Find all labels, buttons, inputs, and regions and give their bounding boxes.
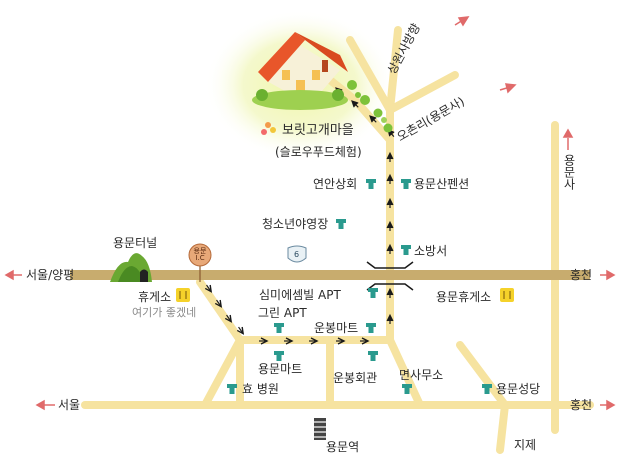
highway	[70, 270, 590, 280]
yeonan-store-label: 연안상회	[313, 177, 358, 191]
yongmunsa-label: 용문사	[562, 154, 576, 190]
yongmun-mart-label: 용문마트	[258, 362, 303, 376]
youth-training-label: 청소년야영장	[262, 217, 329, 231]
rest-area-icon	[500, 288, 514, 302]
building-marker-icon	[274, 351, 284, 361]
seoul-yangpyeong-label: 서울/양평	[26, 268, 75, 282]
hongcheon-top-label: 홍천	[570, 268, 593, 282]
borit-village-label: 보릿고개마을	[282, 123, 354, 138]
yongmun-tunnel-label: 용문터널	[113, 236, 158, 250]
house-icon	[252, 32, 348, 135]
yongmun-rest-area-label: 용문휴게소	[436, 290, 492, 304]
building-marker-icon	[336, 219, 346, 229]
unbong-mart-label: 운봉마트	[314, 321, 359, 335]
interchange-cross	[366, 261, 414, 291]
hyo-hospital-label: 효 병원	[242, 382, 279, 396]
building-marker-icon	[401, 245, 411, 255]
direction-arrows	[4, 16, 616, 411]
yongmun-ic-label: 용문 I.C	[193, 247, 207, 262]
green-apt-label: 그린 APT	[258, 306, 307, 320]
myeon-office-label: 면사무소	[399, 368, 444, 382]
simmi-apt-label: 심미에셈빌 APT	[259, 288, 341, 302]
slow-food-label: (슬로우푸드체험)	[275, 145, 362, 159]
building-marker-icon	[274, 323, 284, 333]
rest-area-label: 휴게소	[138, 290, 172, 304]
unbong-hall-label: 운봉회관	[333, 371, 378, 385]
jije-label: 지제	[514, 438, 537, 452]
yeogiga-joketne-label: 여기가 좋겠네	[132, 306, 197, 319]
yongmun-station-label: 용문역	[326, 440, 360, 454]
ic-marker-icon	[188, 243, 212, 282]
yongmun-pension-label: 용문산펜션	[414, 177, 470, 191]
building-marker-icon	[368, 351, 378, 361]
seoul-bottom-label: 서울	[58, 398, 81, 412]
route-6-shield	[287, 245, 307, 263]
hongcheon-bottom-label: 홍천	[570, 398, 593, 412]
bushes	[347, 80, 393, 133]
tunnel-icon	[110, 253, 152, 282]
rest-area-icon	[176, 288, 190, 302]
fire-station-label: 소방서	[414, 244, 448, 258]
building-marker-icon	[227, 384, 237, 394]
train-station-icon	[314, 418, 326, 440]
route-number-label: 6	[294, 250, 300, 259]
building-marker-icon	[401, 179, 411, 189]
building-marker-icon	[366, 179, 376, 189]
yongmun-church-label: 용문성당	[496, 382, 541, 396]
building-marker-icon	[366, 323, 376, 333]
building-marker-icon	[368, 288, 378, 298]
